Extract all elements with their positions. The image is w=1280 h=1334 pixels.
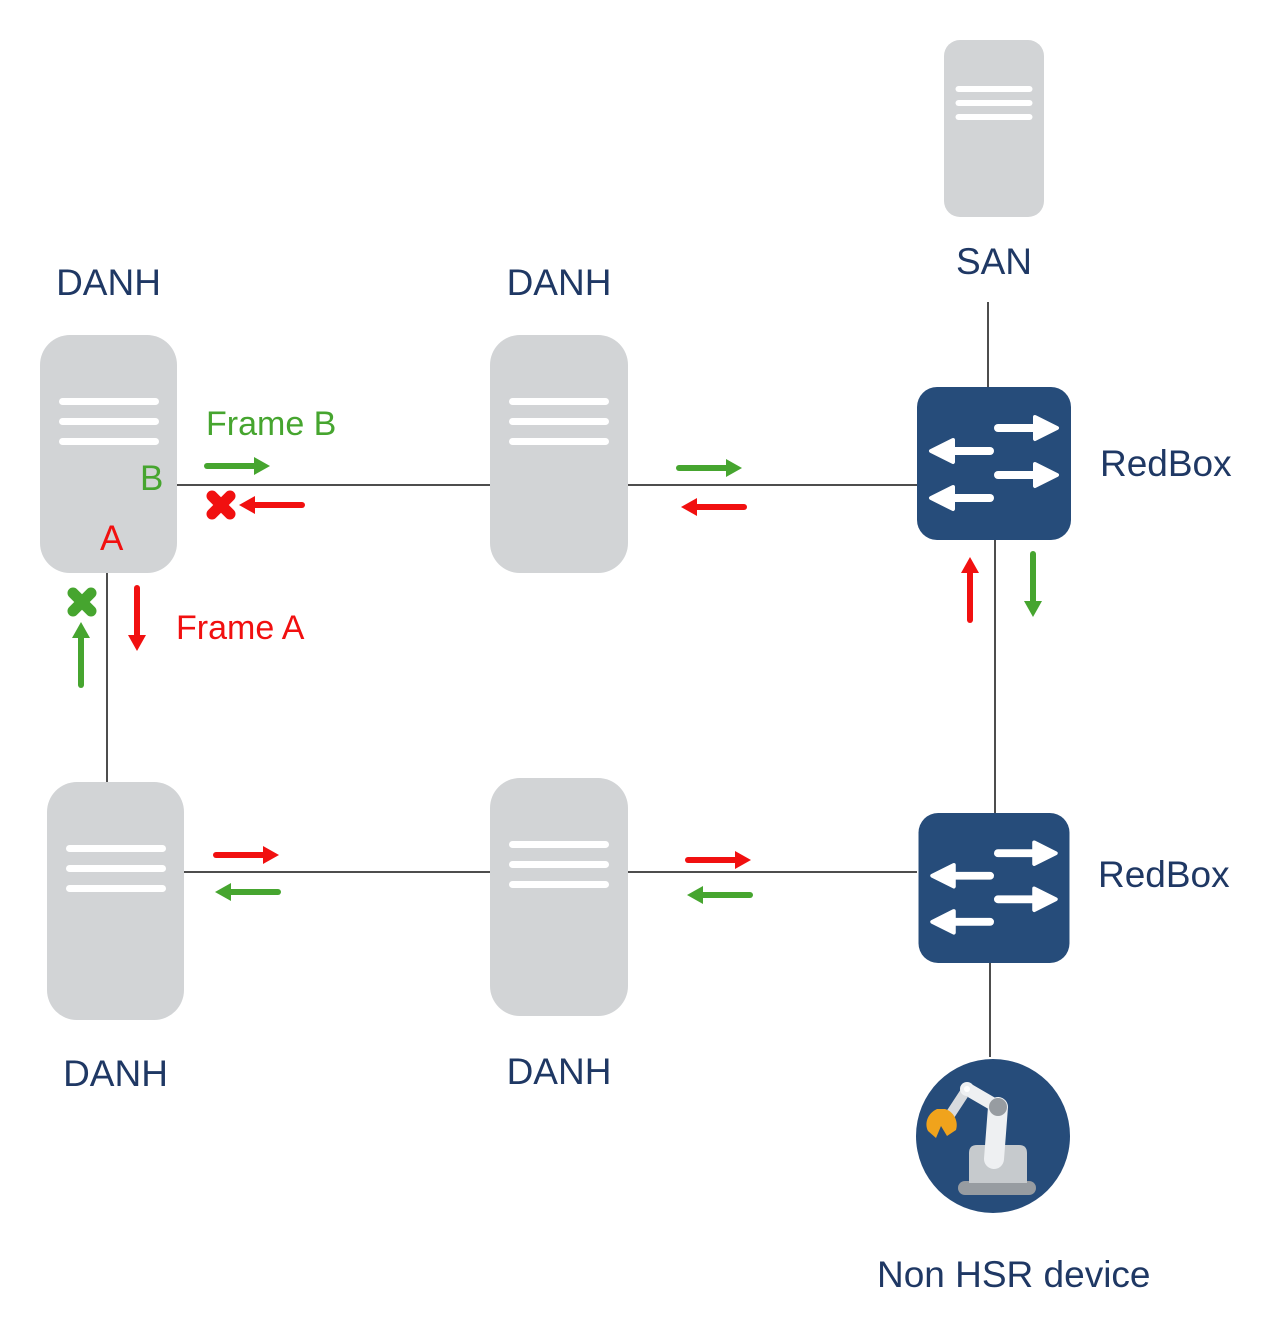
red-arrow-redbox-top-up-icon xyxy=(961,557,979,623)
red-arrow-danh1-a-icon xyxy=(128,585,146,651)
red-arrow-bottom-left-icon xyxy=(213,846,279,864)
red-arrow-top-mid-icon xyxy=(681,498,747,516)
green-arrow-danh1-a-icon xyxy=(72,622,90,688)
red-arrow-danh1-b-icon xyxy=(239,496,305,514)
danh-bottom-middle-node xyxy=(490,778,628,1016)
danh-top-middle-node xyxy=(490,335,628,573)
red-arrow-bottom-mid-icon xyxy=(685,851,751,869)
server-icon xyxy=(58,398,159,458)
green-arrow-bottom-mid-icon xyxy=(687,886,753,904)
link-right-ring-line xyxy=(994,540,996,813)
server-icon xyxy=(509,398,609,458)
red-x-mark-icon xyxy=(206,490,236,520)
danh-top-left-label: DANH xyxy=(56,262,161,303)
switch-arrows-icon xyxy=(930,840,1058,935)
redbox-top-node xyxy=(917,387,1071,540)
green-arrow-danh1-b-icon xyxy=(204,457,270,475)
redbox-bottom-node xyxy=(918,813,1070,963)
green-arrow-top-mid-icon xyxy=(676,459,742,477)
non-hsr-device-node xyxy=(916,1059,1070,1213)
green-arrow-bottom-left-icon xyxy=(215,883,281,901)
san-node xyxy=(944,40,1044,217)
server-icon xyxy=(509,841,609,901)
switch-arrows-icon xyxy=(929,415,1059,511)
redbox-top-label: RedBox xyxy=(1100,443,1232,484)
green-arrow-redbox-top-down-icon xyxy=(1024,551,1042,617)
link-san-redbox-line xyxy=(987,302,989,388)
redbox-bottom-label: RedBox xyxy=(1098,854,1230,895)
green-x-mark-icon xyxy=(67,587,97,617)
frame-b-label: Frame B xyxy=(206,405,337,443)
danh-bottom-middle-label: DANH xyxy=(506,1051,612,1092)
danh-top-middle-label: DANH xyxy=(506,262,612,303)
port-a-label: A xyxy=(100,519,124,558)
danh-bottom-left-label: DANH xyxy=(63,1053,168,1094)
link-left-ring-line xyxy=(106,573,108,782)
danh-bottom-left-node xyxy=(47,782,184,1020)
frame-a-label: Frame A xyxy=(176,609,305,647)
server-icon xyxy=(955,86,1033,128)
robot-arm-icon xyxy=(926,1082,1036,1195)
san-label: SAN xyxy=(955,241,1033,282)
port-b-label: B xyxy=(140,459,164,498)
non-hsr-device-label: Non HSR device xyxy=(877,1254,1151,1295)
link-redbox-nonhsr-line xyxy=(989,963,991,1057)
server-icon xyxy=(65,845,166,905)
danh-top-left-node xyxy=(40,335,177,573)
